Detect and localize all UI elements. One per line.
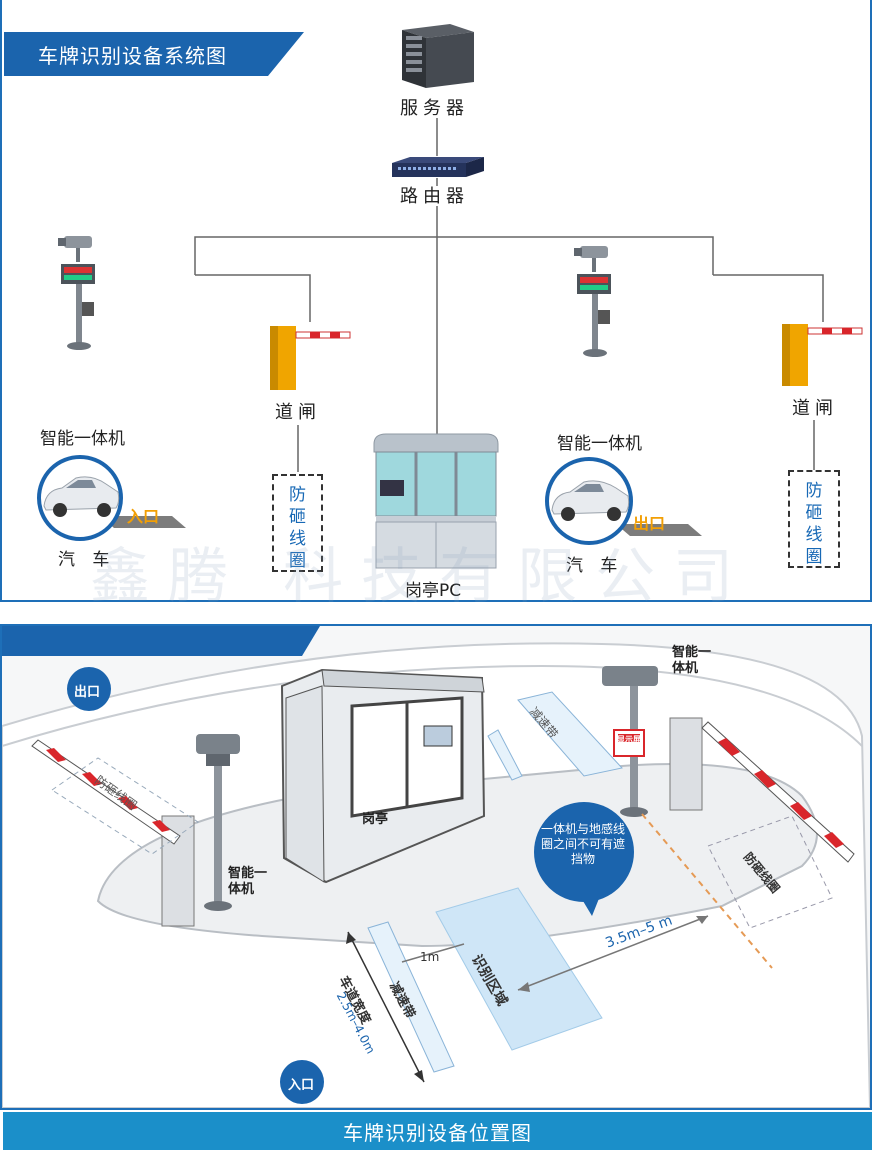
entry-arrow-icon (100, 516, 186, 528)
left-camera-label-bottom: 智能一体机 (228, 866, 268, 897)
parking-scene-illustration (2, 626, 870, 1108)
right-car-icon (545, 457, 633, 545)
left-car-icon (37, 455, 123, 541)
right-camera-label-bottom: 智能一体机 (672, 645, 712, 676)
footer-bar (3, 1112, 872, 1150)
right-car-label: 汽 车 (566, 556, 624, 576)
network-lines (194, 118, 824, 472)
left-coil-box: 防砸线圈 (272, 474, 323, 572)
right-coil-label: 防砸线圈 (805, 481, 823, 567)
exit-label: 出口 (633, 514, 666, 533)
left-barrier-gate-icon (270, 326, 351, 390)
title-banner (4, 32, 304, 76)
distance-1m-label: 1m (420, 950, 440, 964)
booth-label: 岗亭PC (405, 581, 462, 601)
router-icon (392, 157, 484, 177)
bottom-entry-label: 入口 (288, 1078, 315, 1093)
page-title: 车牌识别设备系统图 (38, 44, 227, 68)
display-sign-label: 显示屏 (617, 735, 641, 744)
left-car-label: 汽 车 (58, 550, 116, 570)
server-label: 服务器 (400, 98, 469, 119)
right-camera-label: 智能一体机 (557, 434, 642, 454)
router-label: 路由器 (400, 186, 469, 207)
left-coil-label: 防砸线圈 (289, 485, 306, 571)
exit-arrow-icon (616, 524, 702, 536)
server-icon (402, 24, 474, 88)
left-camera-label: 智能一体机 (40, 429, 125, 449)
booth-label-bottom: 岗亭 (362, 812, 389, 827)
entry-label: 入口 (127, 507, 160, 526)
bottom-exit-label: 出口 (74, 685, 101, 700)
left-gate-label: 道闸 (275, 402, 321, 423)
right-coil-box: 防砸线圈 (788, 470, 840, 568)
watermark: 鑫腾 科技有限公司 (90, 542, 752, 612)
left-camera-pole-icon (58, 236, 95, 350)
guard-booth-icon (373, 433, 499, 569)
location-diagram-title: 车牌识别设备位置图 (343, 1121, 532, 1145)
note-bubble-text: 一体机与地感线圈之间不可有遮挡物 (540, 822, 625, 866)
right-barrier-gate-icon (782, 324, 863, 386)
right-camera-pole-icon (574, 246, 611, 357)
right-gate-label: 道闸 (792, 398, 838, 419)
